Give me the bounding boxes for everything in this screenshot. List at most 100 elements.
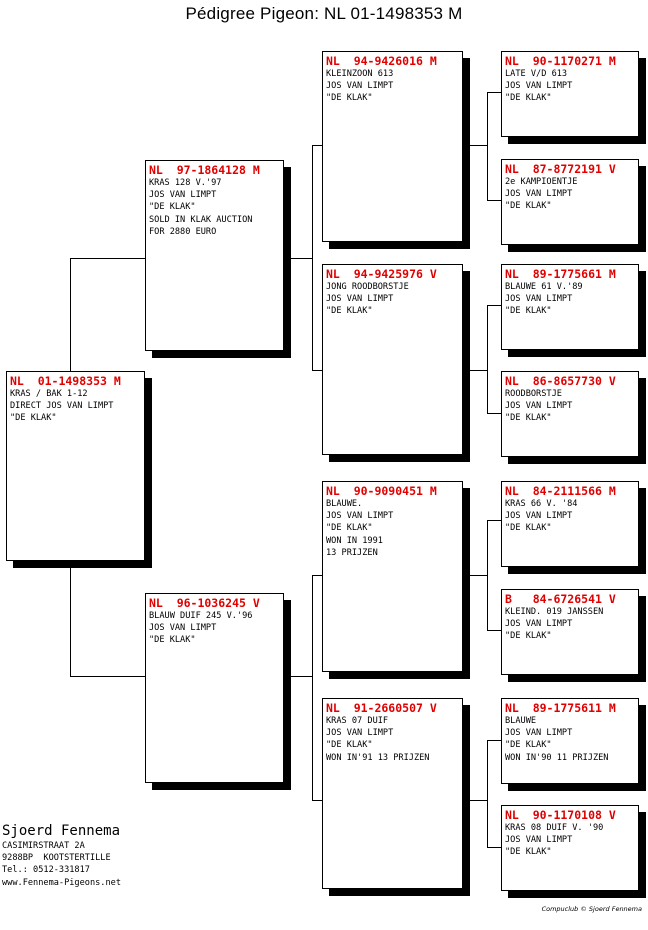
connector [487,305,488,413]
connector [312,370,323,371]
pigeon-info-line: JOS VAN LIMPT [505,835,573,846]
page-title: Pédigree Pigeon: NL 01-1498353 M [185,4,463,23]
pigeon-info-line: JONG ROODBORSTJE [326,282,409,292]
ring-number: NL 90-1170108 V [505,808,616,822]
ring-number: NL 94-9425976 V [326,267,437,281]
ring-number: NL 96-1036245 V [149,596,260,610]
ring-number: NL 94-9426016 M [326,54,437,68]
connector [312,575,323,576]
pigeon-info-line: SOLD IN KLAK AUCTION [149,214,253,225]
ring-number: B 84-6726541 V [505,592,616,606]
pigeon-info-line: KLEIND. 019 JANSSEN [505,607,604,617]
pigeon-info-line: KRAS 66 V. '84 [505,499,578,509]
owner-postcode: 9288BP KOOTSTERTILLE [2,853,111,864]
connector [487,740,502,741]
connector [470,370,487,371]
ring-number: NL 90-1170271 M [505,54,616,68]
connector [312,575,313,800]
pigeon-info-line: JOS VAN LIMPT [505,189,573,200]
connector [487,847,502,848]
pigeon-info-line: JOS VAN LIMPT [326,728,394,739]
connector [487,305,502,306]
connector [487,520,488,630]
pigeon-card-mm[interactable]: NL 91-2660507 V KRAS 07 DUIF JOS VAN LIM… [322,698,463,889]
pigeon-info-line: JOS VAN LIMPT [505,511,573,522]
ring-number: NL 89-1775661 M [505,267,616,281]
pigeon-info-line: "DE KLAK" [10,413,57,424]
pigeon-info-line: 2e KAMPIOENTJE [505,177,578,187]
pigeon-card-mf[interactable]: NL 90-9090451 M BLAUWE. JOS VAN LIMPT "D… [322,481,463,672]
pigeon-info-line: BLAUWE [505,716,537,726]
connector [487,200,502,201]
pigeon-info-line: KRAS 08 DUIF V. '90 [505,823,604,833]
pigeon-info-line: KRAS 128 V.'97 [149,178,222,188]
connector [70,676,146,677]
connector [487,630,502,631]
pigeon-card-fm[interactable]: NL 94-9425976 V JONG ROODBORSTJE JOS VAN… [322,264,463,455]
pigeon-info-line: "DE KLAK" [505,201,552,212]
pigeon-info-line: KLEINZOON 613 [326,69,394,79]
pigeon-info-line: JOS VAN LIMPT [326,511,394,522]
owner-name: Sjoerd Fennema [2,823,121,839]
pigeon-card-father[interactable]: NL 97-1864128 M KRAS 128 V.'97 JOS VAN L… [145,160,284,351]
pigeon-card-mfm[interactable]: B 84-6726541 V KLEIND. 019 JANSSEN JOS V… [501,589,639,675]
pigeon-info-line: JOS VAN LIMPT [326,81,394,92]
connector [487,520,502,521]
pigeon-card-fmf[interactable]: NL 89-1775661 M BLAUWE 61 V.'89 JOS VAN … [501,264,639,350]
pigeon-info-line: JOS VAN LIMPT [149,623,217,634]
owner-phone: Tel.: 0512-331817 [2,865,90,876]
pigeon-card-main[interactable]: NL 01-1498353 M KRAS / BAK 1-12 DIRECT J… [6,371,145,561]
ring-number: NL 01-1498353 M [10,374,121,388]
connector [70,258,146,259]
pigeon-info-line: KRAS / BAK 1-12 [10,389,88,399]
pigeon-info-line: "DE KLAK" [505,631,552,642]
ring-number: NL 97-1864128 M [149,163,260,177]
connector [487,92,502,93]
owner-website[interactable]: www.Fennema-Pigeons.net [2,877,121,888]
pigeon-info-line: JOS VAN LIMPT [505,81,573,92]
connector [487,740,488,847]
pigeon-card-fmm[interactable]: NL 86-8657730 V ROODBORSTJE JOS VAN LIMP… [501,371,639,457]
ring-number: NL 84-2111566 M [505,484,616,498]
pigeon-info-line: WON IN 1991 [326,535,383,546]
pigeon-info-line: "DE KLAK" [505,413,552,424]
pigeon-info-line: "DE KLAK" [149,635,196,646]
pigeon-info-line: BLAUWE 61 V.'89 [505,282,583,292]
pigeon-info-line: "DE KLAK" [505,93,552,104]
pigeon-info-line: BLAUWE. [326,499,363,509]
pigeon-card-mmf[interactable]: NL 89-1775611 M BLAUWE JOS VAN LIMPT "DE… [501,698,639,784]
pigeon-info-line: "DE KLAK" [505,523,552,534]
ring-number: NL 89-1775611 M [505,701,616,715]
pigeon-card-mmm[interactable]: NL 90-1170108 V KRAS 08 DUIF V. '90 JOS … [501,805,639,891]
pigeon-info-line: "DE KLAK" [149,202,196,213]
pigeon-info-line: 13 PRIJZEN [326,547,378,558]
pigeon-info-line: BLAUW DUIF 245 V.'96 [149,611,253,621]
connector [290,258,312,259]
pigeon-info-line: "DE KLAK" [326,740,373,751]
pigeon-info-line: LATE V/D 613 [505,69,568,79]
pigeon-info-line: "DE KLAK" [326,93,373,104]
pigeon-info-line: "DE KLAK" [326,306,373,317]
pigeon-info-line: "DE KLAK" [505,306,552,317]
pigeon-info-line: JOS VAN LIMPT [149,190,217,201]
connector [312,145,313,370]
pigeon-card-fff[interactable]: NL 90-1170271 M LATE V/D 613 JOS VAN LIM… [501,51,639,137]
pigeon-info-line: KRAS 07 DUIF [326,716,389,726]
ring-number: NL 86-8657730 V [505,374,616,388]
pigeon-info-line: WON IN'90 11 PRIJZEN [505,752,609,763]
pigeon-card-ffm[interactable]: NL 87-8772191 V 2e KAMPIOENTJE JOS VAN L… [501,159,639,245]
pigeon-card-ff[interactable]: NL 94-9426016 M KLEINZOON 613 JOS VAN LI… [322,51,463,242]
connector [487,413,502,414]
credit-text: Compuclub © Sjoerd Fennema [541,905,642,913]
pigeon-card-mother[interactable]: NL 96-1036245 V BLAUW DUIF 245 V.'96 JOS… [145,593,284,783]
connector [312,800,323,801]
pigeon-info-line: DIRECT JOS VAN LIMPT [10,401,114,412]
pigeon-card-mff[interactable]: NL 84-2111566 M KRAS 66 V. '84 JOS VAN L… [501,481,639,567]
pigeon-info-line: ROODBORSTJE [505,389,562,399]
pigeon-info-line: "DE KLAK" [505,847,552,858]
owner-info: Sjoerd Fennema CASIMIRSTRAAT 2A 9288BP K… [2,822,121,889]
connector [312,145,323,146]
ring-number: NL 90-9090451 M [326,484,437,498]
connector [470,800,487,801]
pigeon-info-line: JOS VAN LIMPT [326,294,394,305]
